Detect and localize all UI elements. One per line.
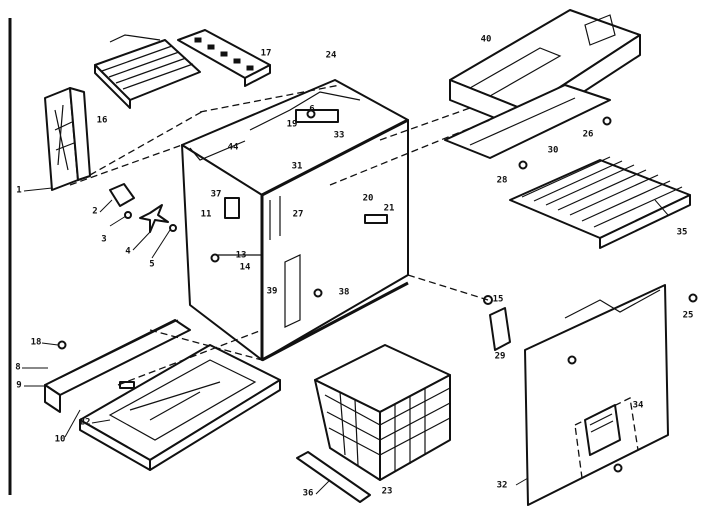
callout-15: 15 xyxy=(492,294,504,305)
callout-36: 36 xyxy=(302,488,314,499)
wire-shelf-top-left xyxy=(94,34,201,109)
ice-maker-assembly xyxy=(444,9,641,159)
callout-10: 10 xyxy=(54,434,66,445)
callout-35: 35 xyxy=(676,227,688,238)
callout-34: 34 xyxy=(632,400,644,411)
callout-3: 3 xyxy=(101,234,107,245)
callout-40: 40 xyxy=(480,34,492,45)
fan-motor-assembly xyxy=(109,183,177,233)
callout-37: 37 xyxy=(210,189,222,200)
callout-44: 44 xyxy=(227,142,239,153)
callout-39: 39 xyxy=(266,286,278,297)
callout-27: 27 xyxy=(292,209,304,220)
leader-lines xyxy=(22,187,669,495)
callout-33: 33 xyxy=(333,130,345,141)
alignment-lines xyxy=(69,84,491,386)
callout-5: 5 xyxy=(149,259,155,270)
callout-26: 26 xyxy=(582,129,594,140)
cabinet-liner xyxy=(181,79,409,362)
callout-13: 13 xyxy=(235,250,247,261)
wire-basket xyxy=(314,344,451,481)
callout-20: 20 xyxy=(362,193,374,204)
callout-18: 18 xyxy=(30,337,42,348)
screws xyxy=(57,109,698,473)
wire-shelf-right xyxy=(509,156,691,249)
callout-16: 16 xyxy=(96,115,108,126)
callout-4: 4 xyxy=(125,246,131,257)
callout-17: 17 xyxy=(260,48,272,59)
perforated-duct xyxy=(177,29,271,87)
callout-38: 38 xyxy=(338,287,350,298)
crisper-rail-left xyxy=(44,319,191,413)
callout-19: 19 xyxy=(286,119,298,130)
callout-1: 1 xyxy=(16,185,22,196)
callout-21: 21 xyxy=(383,203,395,214)
callout-23: 23 xyxy=(381,486,393,497)
callout-11: 11 xyxy=(200,209,212,220)
callout-31: 31 xyxy=(291,161,303,172)
callout-24: 24 xyxy=(325,50,337,61)
callout-6: 6 xyxy=(309,104,315,115)
callout-8: 8 xyxy=(15,362,21,373)
callout-30: 30 xyxy=(547,145,559,156)
callout-14: 14 xyxy=(239,262,251,273)
callout-2: 2 xyxy=(92,206,98,217)
callout-25: 25 xyxy=(682,310,694,321)
basket-handle xyxy=(296,451,371,503)
crisper-cover xyxy=(79,344,281,471)
callout-22: 22 xyxy=(79,417,91,428)
left-side-cover xyxy=(44,87,91,191)
callout-29: 29 xyxy=(494,351,506,362)
door-panel-right xyxy=(524,284,669,506)
hinge-bracket xyxy=(483,295,511,351)
callout-32: 32 xyxy=(496,480,508,491)
callout-28: 28 xyxy=(496,175,508,186)
callout-9: 9 xyxy=(16,380,22,391)
